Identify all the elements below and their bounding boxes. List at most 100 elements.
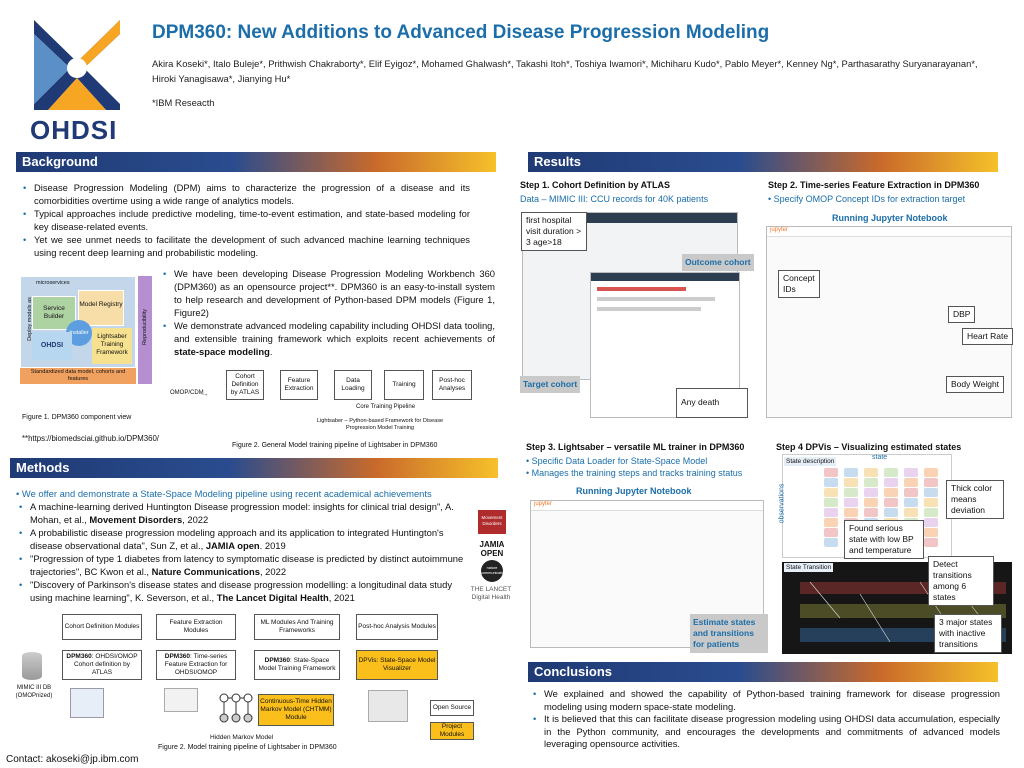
header-posthoc-modules: Post-hoc Analysis Modules (356, 614, 438, 640)
pipeline-arrow: → (200, 388, 209, 398)
list-item: "Progression of type 1 diabetes from lat… (16, 552, 466, 578)
fig1-standardized-label: Standardized data model, cohorts and fea… (30, 369, 126, 382)
module-bold: DPM360 (164, 653, 191, 660)
list-item: We demonstrate advanced modeling capabil… (160, 319, 495, 358)
step3-jupyter-label: Running Jupyter Notebook (576, 486, 692, 496)
step2-title: Step 2. Time-series Feature Extraction i… (768, 180, 980, 190)
heatmap-cell (884, 478, 898, 487)
heatmap-cell (864, 478, 878, 487)
fig1-label-microservices: microservices (36, 280, 70, 286)
atlas-row (597, 307, 701, 311)
reference-list: A machine-learning derived Huntington Di… (16, 500, 466, 604)
list-item: Typical approaches include predictive mo… (20, 207, 470, 233)
heatmap-cell (824, 508, 838, 517)
movement-disorders-logo: Movement Disorders (478, 510, 506, 534)
heatmap-cell (904, 468, 918, 477)
module-text: DPM360: OHDSI/OMOP Cohort definition by … (64, 653, 140, 677)
header-ml-modules: ML Modules And Training Frameworks (254, 614, 340, 640)
fig1-ohdsi-label: OHDSI (40, 342, 64, 349)
header-cohort-modules: Cohort Definition Modules (62, 614, 142, 640)
heatmap-cell (904, 478, 918, 487)
node-training-label: Training (392, 381, 416, 388)
ref-year: , 2022 (182, 514, 209, 525)
list-item: A machine-learning derived Huntington Di… (16, 500, 466, 526)
header-feature-modules: Feature Extraction Modules (156, 614, 236, 640)
ref-text: A machine-learning derived Huntington Di… (30, 501, 454, 525)
methods-intro: • We offer and demonstrate a State-Space… (16, 488, 432, 499)
list-item-text: We demonstrate advanced modeling capabil… (174, 320, 495, 344)
module-text: DPM360: Time-series Feature Extraction f… (158, 653, 234, 677)
background-bullets-2: We have been developing Disease Progress… (160, 267, 495, 358)
background-bullets: Disease Progression Modeling (DPM) aims … (20, 181, 470, 259)
step2-jupyter-label: Running Jupyter Notebook (832, 213, 948, 223)
contact-info[interactable]: Contact: akoseki@jp.ibm.com (6, 754, 139, 765)
list-item-bold: state-space modeling (174, 346, 270, 357)
heatmap-cell (844, 488, 858, 497)
fig1-installer-label: Installer (69, 330, 89, 336)
heatmap-cell (884, 488, 898, 497)
hmm-diagram (216, 690, 256, 730)
list-item: We have been developing Disease Progress… (160, 267, 495, 319)
conclusions-bullets: We explained and showed the capability o… (530, 688, 1000, 751)
conclusions-heading: Conclusions (528, 662, 998, 682)
legend-label: Project Modules (439, 723, 465, 738)
hmm-label: Hidden Markov Model (210, 734, 274, 741)
legend-project-modules: Project Modules (430, 722, 474, 740)
feature-thumbnail (164, 688, 198, 712)
step3-title: Step 3. Lightsaber – versatile ML traine… (526, 442, 745, 452)
heatmap-cell (924, 508, 938, 517)
logo-label: THE LANCET Digital Health (470, 586, 512, 601)
ref-journal: JAMIA open (205, 540, 260, 551)
fig1-lightsaber-label: Lightsaber Training Framework (96, 333, 128, 356)
module-desc: Continuous-Time Hidden Markov Model (CHT… (260, 698, 332, 721)
step1-title: Step 1. Cohort Definition by ATLAS (520, 180, 670, 190)
logo-label: JAMIA OPEN (479, 540, 505, 558)
heatmap-cell (884, 468, 898, 477)
callout-detect-transitions: Detect transitions among 6 states (928, 556, 994, 606)
fig1-standardized: Standardized data model, cohorts and fea… (20, 368, 136, 384)
atlas-front-titlebar (591, 273, 739, 281)
fig1-model-registry: Model Registry (78, 290, 124, 326)
node-posthoc: Post-hoc Analyses (432, 370, 472, 400)
list-item: "Discovery of Parkinson's disease states… (16, 578, 466, 604)
heatmap-cell (924, 468, 938, 477)
core-pipeline-label: Core Training Pipeline (356, 404, 416, 410)
list-item: Disease Progression Modeling (DPM) aims … (20, 181, 470, 207)
methods-intro-text: We offer and demonstrate a State-Space M… (21, 488, 432, 499)
module-desc: : OHDSI/OMOP Cohort definition by ATLAS (73, 653, 138, 676)
module-cohort: DPM360: OHDSI/OMOP Cohort definition by … (62, 650, 142, 680)
heatmap-cell (844, 508, 858, 517)
heatmap-cell (844, 468, 858, 477)
header-label: Post-hoc Analysis Modules (358, 623, 436, 630)
state-label: state (872, 454, 888, 461)
node-cohort: Cohort Definition by ATLAS (226, 370, 264, 400)
callout-concept-ids: Concept IDs (778, 270, 820, 298)
jamia-open-logo: JAMIA OPEN (472, 540, 512, 558)
ref-year: , 2022 (259, 566, 287, 577)
heatmap-cell (844, 478, 858, 487)
module-text: DPM360: State-Space Model Training Frame… (256, 657, 338, 673)
step3-sub-text: Specific Data Loader for State-Space Mod… (531, 456, 708, 466)
state-transition-label: State Transition (784, 563, 834, 572)
callout-dbp: DBP (948, 306, 976, 323)
step2-sub: • Specify OMOP Concept IDs for extractio… (768, 194, 966, 204)
heatmap-cell (844, 498, 858, 507)
step3-sub-text: Manages the training steps and tracks tr… (531, 468, 743, 478)
footnote-link[interactable]: **https://biomedsciai.github.io/DPM360/ (22, 434, 159, 443)
state-description-label: State description (784, 457, 837, 466)
list-item: It is believed that this can facilitate … (530, 713, 1000, 751)
callout-thick-color: Thick color means deviation (946, 480, 1004, 519)
logo-label: nature communications (481, 566, 509, 575)
heatmap-cell (824, 478, 838, 487)
lancet-logo: THE LANCET Digital Health (468, 586, 514, 602)
heatmap-cell (884, 498, 898, 507)
heatmap-cell (924, 538, 938, 547)
node-data-loading-label: Data Loading (341, 377, 365, 392)
logo-label: Movement Disorders (481, 515, 503, 526)
heatmap-cell (924, 478, 938, 487)
heatmap-cell (824, 538, 838, 547)
header-label: Cohort Definition Modules (64, 623, 140, 630)
heatmap-cell (824, 468, 838, 477)
heatmap-cell (924, 488, 938, 497)
callout-outcome-cohort: Outcome cohort (682, 254, 754, 271)
